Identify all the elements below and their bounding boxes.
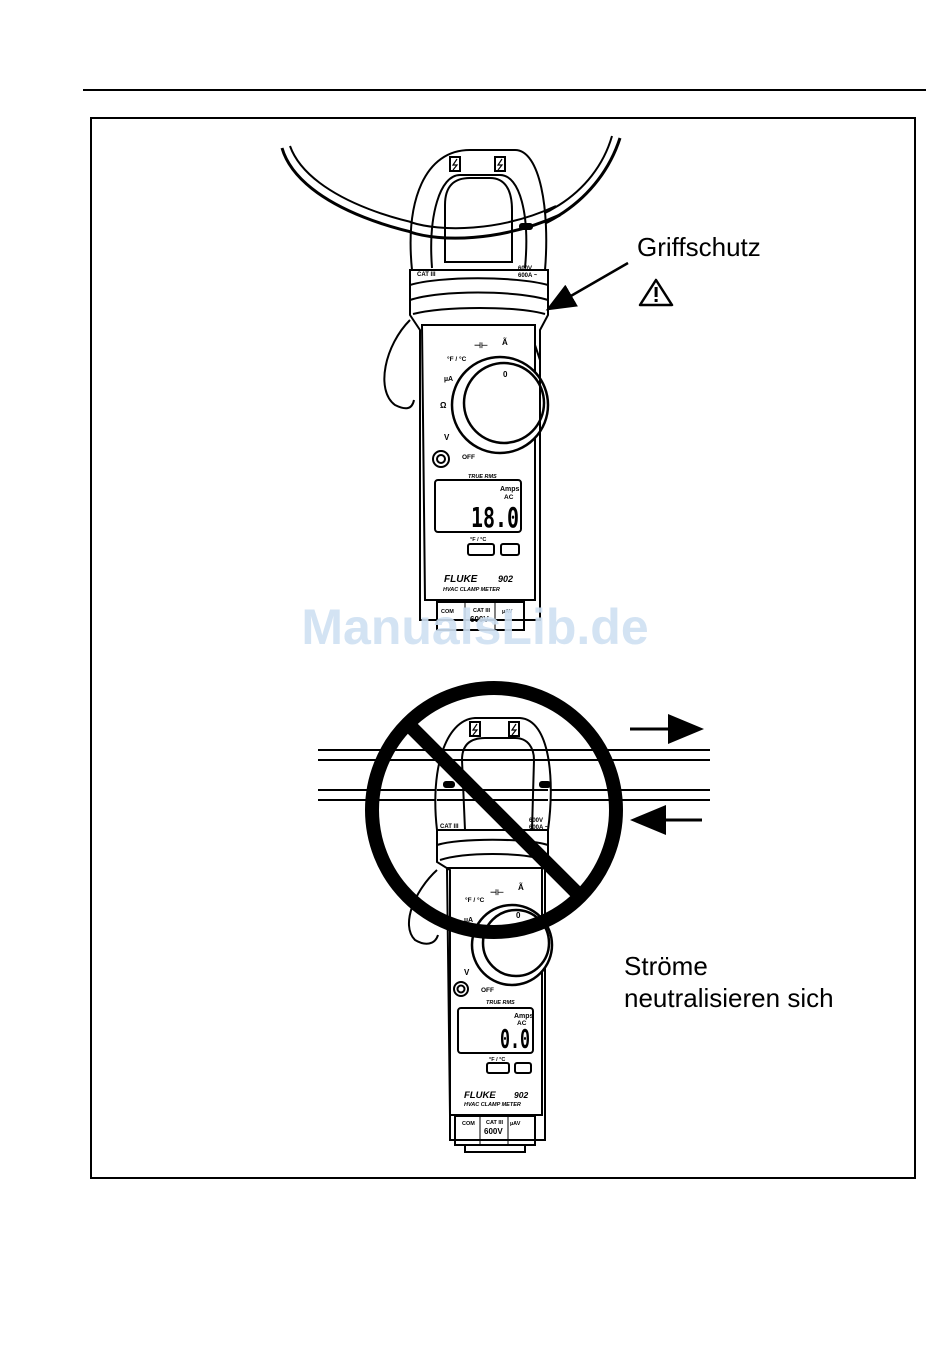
bottom-dial-temp: °F / °C (465, 896, 485, 904)
bottom-dial-zero: 0 (516, 911, 521, 920)
guard-pointer-arrow (550, 263, 628, 308)
bottom-true-rms: TRUE RMS (486, 1000, 515, 1006)
bottom-display-value: 0.0 (500, 1025, 530, 1055)
bottom-term-600: 600V (484, 1127, 503, 1136)
top-display-value: 18.0 (471, 501, 519, 534)
top-cat-label: CAT III (417, 272, 436, 278)
bottom-subtitle: HVAC CLAMP METER (464, 1102, 521, 1108)
top-meter (282, 136, 620, 630)
guard-label: Griffschutz (637, 231, 761, 263)
bottom-rating-a: 600A ~ (529, 825, 549, 831)
top-dial-amps: Ã (502, 338, 508, 347)
top-display-unit1: Amps (500, 486, 520, 493)
top-rating-v: 600V (518, 266, 532, 272)
top-brand: FLUKE (444, 574, 478, 585)
top-dial-zero: 0 (503, 370, 508, 379)
bottom-cat-label: CAT III (440, 824, 459, 830)
top-dial-ua: µA (444, 376, 453, 383)
top-true-rms: TRUE RMS (468, 474, 497, 480)
top-dial-temp: °F / °C (447, 355, 467, 363)
bottom-display-unit1: Amps (514, 1013, 534, 1020)
warning-triangle-icon (640, 280, 672, 305)
top-dial-v: V (444, 433, 450, 442)
bottom-term-cat: CAT III (486, 1120, 503, 1126)
top-display-unit2: AC (504, 494, 514, 501)
bottom-dial-amps: Ã (518, 883, 524, 892)
top-dial-off: OFF (462, 454, 475, 461)
bottom-model: 902 (514, 1090, 528, 1100)
top-model: 902 (498, 574, 513, 584)
bottom-term-uav: µAV (510, 1121, 521, 1127)
top-rating-a: 600A ~ (518, 273, 538, 279)
cancel-label-line2: neutralisieren sich (624, 982, 834, 1014)
top-subtitle: HVAC CLAMP METER (443, 587, 500, 593)
bottom-dial-off: OFF (481, 987, 494, 994)
top-dial-ohm: Ω (440, 401, 447, 410)
bottom-rating-v: 600V (529, 818, 543, 824)
cancel-label-line1: Ströme (624, 950, 708, 982)
bottom-button-temp: °F / °C (489, 1057, 505, 1063)
bottom-brand: FLUKE (464, 1090, 496, 1101)
bottom-dial-cap: ⊣⊢ (490, 887, 504, 897)
top-dial-cap: ⊣⊢ (474, 340, 488, 350)
bottom-dial-v: V (464, 968, 470, 977)
bottom-term-com: COM (462, 1121, 475, 1127)
watermark: ManualsLib.de (0, 598, 950, 656)
top-button-temp: °F / °C (470, 537, 486, 543)
